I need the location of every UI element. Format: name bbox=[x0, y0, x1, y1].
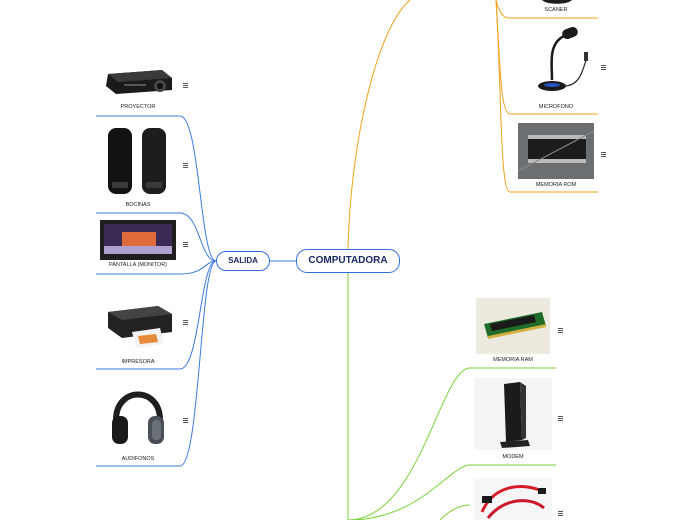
node-pantalla[interactable]: PANTALLA (MONITOR) bbox=[96, 218, 180, 274]
node-label: PROYECTOR bbox=[120, 104, 156, 110]
note-icon[interactable] bbox=[183, 242, 188, 247]
node-label: SCANER bbox=[544, 7, 568, 13]
node-impresora[interactable]: IMPRESORA bbox=[96, 290, 180, 369]
note-icon[interactable] bbox=[558, 328, 563, 333]
node-sata-cable[interactable] bbox=[470, 474, 556, 520]
node-label: MEMORIA ROM bbox=[535, 182, 577, 188]
note-icon[interactable] bbox=[558, 511, 563, 516]
headphones-icon bbox=[112, 391, 164, 444]
ram-module-icon bbox=[476, 298, 550, 354]
note-icon[interactable] bbox=[183, 163, 188, 168]
node-microfono[interactable]: MICROFONO bbox=[514, 24, 598, 114]
monitor-icon bbox=[100, 220, 176, 260]
note-icon[interactable] bbox=[183, 83, 188, 88]
note-icon[interactable] bbox=[601, 65, 606, 70]
node-label: MEMORIA RAM bbox=[493, 357, 533, 363]
modem-icon bbox=[474, 378, 552, 450]
note-icon[interactable] bbox=[558, 416, 563, 421]
node-proyector[interactable]: PROYECTOR bbox=[96, 56, 180, 116]
rom-chip-icon bbox=[518, 123, 594, 179]
microphone-icon bbox=[538, 26, 588, 91]
node-label: MICROFONO bbox=[538, 104, 574, 110]
printer-icon bbox=[108, 306, 172, 348]
note-icon[interactable] bbox=[601, 152, 606, 157]
node-modem[interactable]: MODEM bbox=[470, 376, 556, 465]
sata-cable-icon bbox=[474, 478, 552, 520]
node-bocinas[interactable]: BOCINAS bbox=[96, 120, 180, 213]
scanner-icon bbox=[542, 0, 572, 4]
node-memoria-ram[interactable]: MEMORIA RAM bbox=[470, 296, 556, 368]
note-icon[interactable] bbox=[183, 320, 188, 325]
node-salida[interactable]: SALIDA bbox=[216, 251, 270, 271]
node-memoria-rom[interactable]: MEMORIA ROM bbox=[514, 121, 598, 192]
node-label: MODEM bbox=[502, 454, 524, 460]
projector-icon bbox=[106, 70, 172, 94]
speakers-icon bbox=[108, 128, 166, 194]
node-label: BOCINAS bbox=[125, 202, 151, 208]
root-node-computadora[interactable]: COMPUTADORA bbox=[296, 249, 400, 273]
node-scaner[interactable]: SCANER bbox=[514, 0, 598, 18]
node-label: IMPRESORA bbox=[121, 359, 155, 365]
note-icon[interactable] bbox=[183, 418, 188, 423]
node-audifonos[interactable]: AUDIFONOS bbox=[96, 378, 180, 466]
node-label: AUDIFONOS bbox=[121, 456, 155, 462]
node-label: PANTALLA (MONITOR) bbox=[108, 262, 168, 268]
